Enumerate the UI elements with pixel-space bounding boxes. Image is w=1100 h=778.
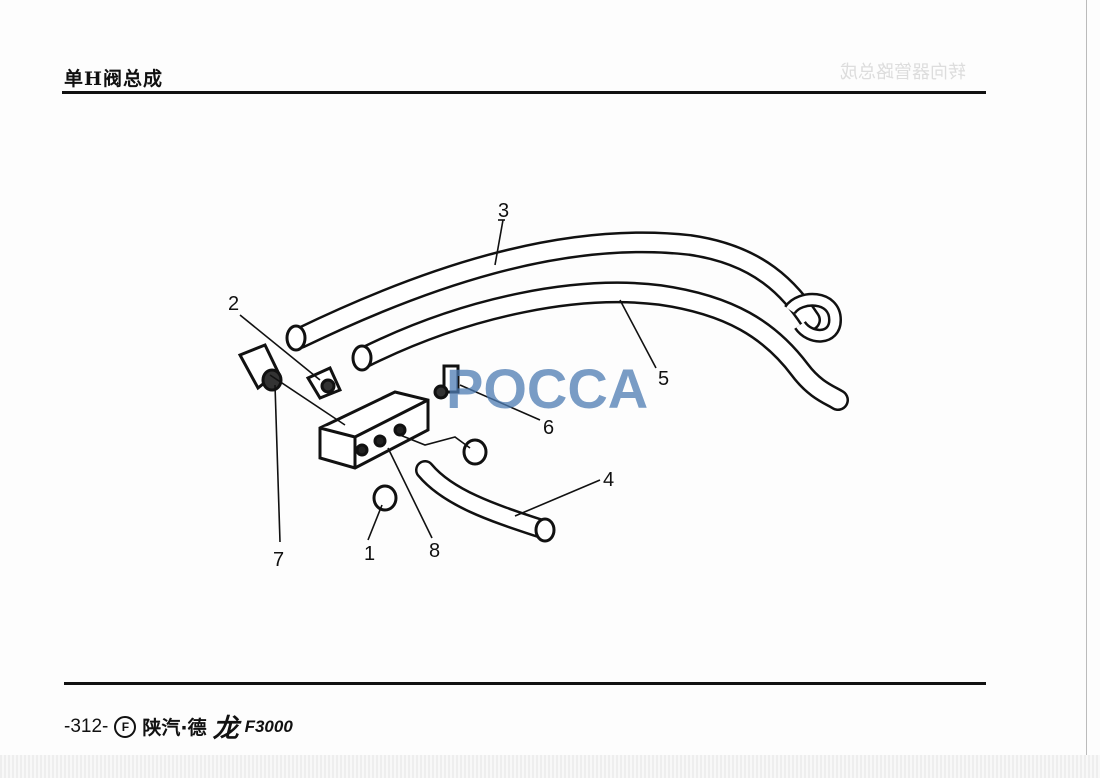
header-rule [62,91,986,94]
page-title: 单H阀总成 [64,68,163,90]
watermark: POCCA [446,357,648,420]
callout-4: 4 [603,469,614,491]
brand-name: 陕汽·德 [142,717,207,739]
hose-3 [289,231,821,349]
hose-5 [354,281,849,411]
plug-fitting [372,438,488,512]
hose-loop [784,292,843,343]
hose-4 [415,460,556,543]
callout-8: 8 [429,540,440,562]
page-edge [1086,0,1087,778]
callout-2: 2 [228,293,239,315]
brand-glyph: 龙 [212,714,239,744]
elbow-fitting-7 [237,343,283,392]
hose-clamp [285,324,373,372]
footer: -312- F 陕汽·德 龙 F3000 [64,708,293,745]
page-number: -312- [64,715,109,737]
shacman-logo-icon: F [114,715,137,738]
fitting-6 [433,364,460,400]
callout-3: 3 [498,200,509,222]
model-name: F3000 [244,716,293,736]
callout-7: 7 [273,549,284,571]
tee-fitting-2 [305,366,343,400]
callout-1: 1 [364,543,375,565]
callout-labels: 1 2 3 4 5 6 7 8 [228,200,669,571]
valve-block-8 [318,390,430,470]
callout-5: 5 [658,368,669,390]
callout-6: 6 [543,417,554,439]
footer-rule [64,682,986,685]
scan-artifact [0,755,1100,778]
leader-lines [239,219,657,543]
